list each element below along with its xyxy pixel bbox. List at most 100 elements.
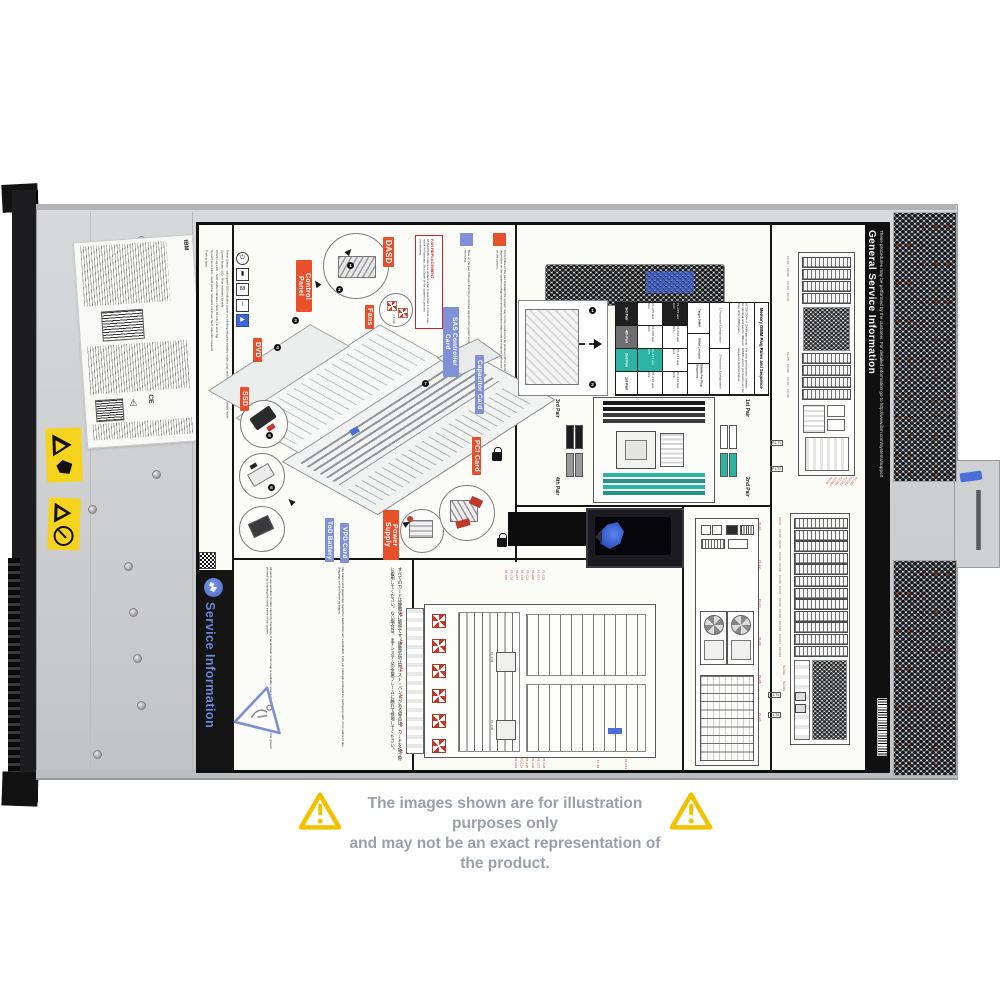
arrow-icon xyxy=(286,496,296,507)
port-label: P2-D4 xyxy=(778,551,782,561)
board-side-rail xyxy=(406,608,424,754)
memory-table-title: Memory DIMM Plug Rules and Sequence xyxy=(755,303,768,395)
part-label-sas-controller: SAS Controller Card xyxy=(443,307,459,377)
port-label: P2-D7 xyxy=(778,586,782,595)
drive-bay xyxy=(794,645,848,657)
usb-port xyxy=(795,704,806,713)
blue-dimm-dots xyxy=(646,271,694,293)
port-label: P1-C28 xyxy=(541,758,546,769)
port-label: P1-C17 xyxy=(514,570,519,581)
barcode xyxy=(100,308,145,342)
disclaimer-line1: The images shown are for illustration pu… xyxy=(367,795,643,833)
label-fine-print xyxy=(87,339,191,395)
rack-rail-notches xyxy=(8,558,20,802)
conn xyxy=(728,539,748,549)
pair-column: 3rd Pair 4th Pair 2nd Pair 1st Pair xyxy=(616,303,638,395)
fan-icon xyxy=(432,714,446,728)
part-label-capacitor-card: Capacitor Card xyxy=(475,355,484,414)
pair-label: 3rd Pair xyxy=(554,399,560,418)
op-panel-photo xyxy=(586,508,684,568)
pair-cell: 1st Pair xyxy=(616,372,638,395)
dimm-slot-teal xyxy=(603,491,705,495)
insert-arrow xyxy=(579,343,595,345)
pair-label: 1st Pair xyxy=(744,399,750,418)
port-label: P1-C21 xyxy=(536,570,541,581)
drive-bay xyxy=(802,365,851,376)
part-label-ssd: SSD xyxy=(240,387,249,411)
callout-number: 6 xyxy=(268,484,275,491)
loc-cell: P1-C16 and C22 xyxy=(638,372,663,395)
dimm-slot-teal xyxy=(603,485,705,489)
vent-grille-bottom xyxy=(893,560,957,776)
legend-line: Power button - solid green LED indicates… xyxy=(225,250,230,419)
dimm-slot-teal xyxy=(603,479,705,483)
loc-cell: P1-C18 and C24 xyxy=(663,326,688,349)
loc-cell: P1-C17 and C21 xyxy=(663,349,688,372)
pair-label: 2nd Pair xyxy=(744,477,750,497)
warning-triangle-icon xyxy=(298,792,342,830)
loc-cell: P1-C15 and C23 xyxy=(663,303,688,326)
wrench-glyph xyxy=(209,582,218,592)
port-label: P2-D1 xyxy=(778,517,782,526)
port-label: P2-D9 xyxy=(778,609,782,618)
pcie-bank-top xyxy=(526,614,646,676)
general-info-subtitle: These procedures may be performed by the… xyxy=(879,230,884,478)
part-label-tod-battery: ToD Battery xyxy=(325,518,334,562)
drive-bay xyxy=(802,281,851,292)
barcode xyxy=(94,398,125,423)
part-label-dasd: DASD xyxy=(383,237,394,267)
pair-label: 4th Pair xyxy=(554,477,560,496)
service-label: Power button - solid green LED indicates… xyxy=(196,222,890,773)
callout-number: 4 xyxy=(274,344,281,351)
dimm-slot-teal xyxy=(603,473,705,477)
disclaimer-line2: and may not be an exact representation o… xyxy=(349,835,661,873)
rack-rail-bottom-tab xyxy=(1,771,39,807)
config-header-cell: 1 Processor Configuration xyxy=(710,303,730,349)
callout-circle xyxy=(239,506,285,552)
port-label: P1-T6 xyxy=(768,712,782,718)
legend-blue-swatch xyxy=(460,233,473,246)
port-label: P2-D4 xyxy=(786,293,790,302)
esd-text-en: All cards are sensitive to static electr… xyxy=(265,567,273,749)
pair-swatch-4th xyxy=(566,453,574,477)
screw-icon xyxy=(137,701,146,710)
part-label-vpd-card: VPD Card xyxy=(340,523,349,563)
drive-bay xyxy=(802,353,851,364)
blue-connector xyxy=(608,728,622,734)
drive-bay xyxy=(802,293,851,304)
pair-swatch-2nd xyxy=(720,453,728,477)
port-label: P1-C13 xyxy=(624,759,628,770)
callout-circle xyxy=(323,233,389,299)
io-block xyxy=(805,437,849,471)
port-label: P2-D8 xyxy=(778,597,782,607)
dimm-slot xyxy=(603,413,705,417)
port-label: P1-C24 xyxy=(519,758,524,769)
config-header-cell: 2 Processor Configuration xyxy=(710,349,730,395)
fan-time-note: < 1 min xyxy=(392,314,396,324)
pair-cell: 3rd Pair xyxy=(616,303,638,326)
port-label: P1-C4 xyxy=(758,636,762,646)
port-label: P1-C5 xyxy=(758,675,762,684)
port-label: P1-C26 xyxy=(530,758,535,769)
cpu-socket xyxy=(616,431,656,469)
no-stack-warning-label xyxy=(47,497,81,551)
dimm-slot xyxy=(603,407,705,411)
port-label: P2-D1 xyxy=(786,256,790,265)
control-panel-legend: Power button - solid green LED indicates… xyxy=(200,250,230,550)
divider xyxy=(770,222,772,773)
port-label: P2-D7 xyxy=(786,376,790,386)
mid-label: P1-C30 xyxy=(489,720,494,731)
fan-id-label: A2 xyxy=(399,639,403,645)
arrow-icon xyxy=(312,278,322,289)
fan-id-label: A1 xyxy=(399,612,403,617)
callout-number: 3 xyxy=(292,317,299,324)
lift-warning-label xyxy=(45,427,83,483)
insert-arrow-head xyxy=(594,339,602,349)
ce-mark: CE xyxy=(146,394,155,404)
port-label: P1-C1 xyxy=(758,522,762,531)
